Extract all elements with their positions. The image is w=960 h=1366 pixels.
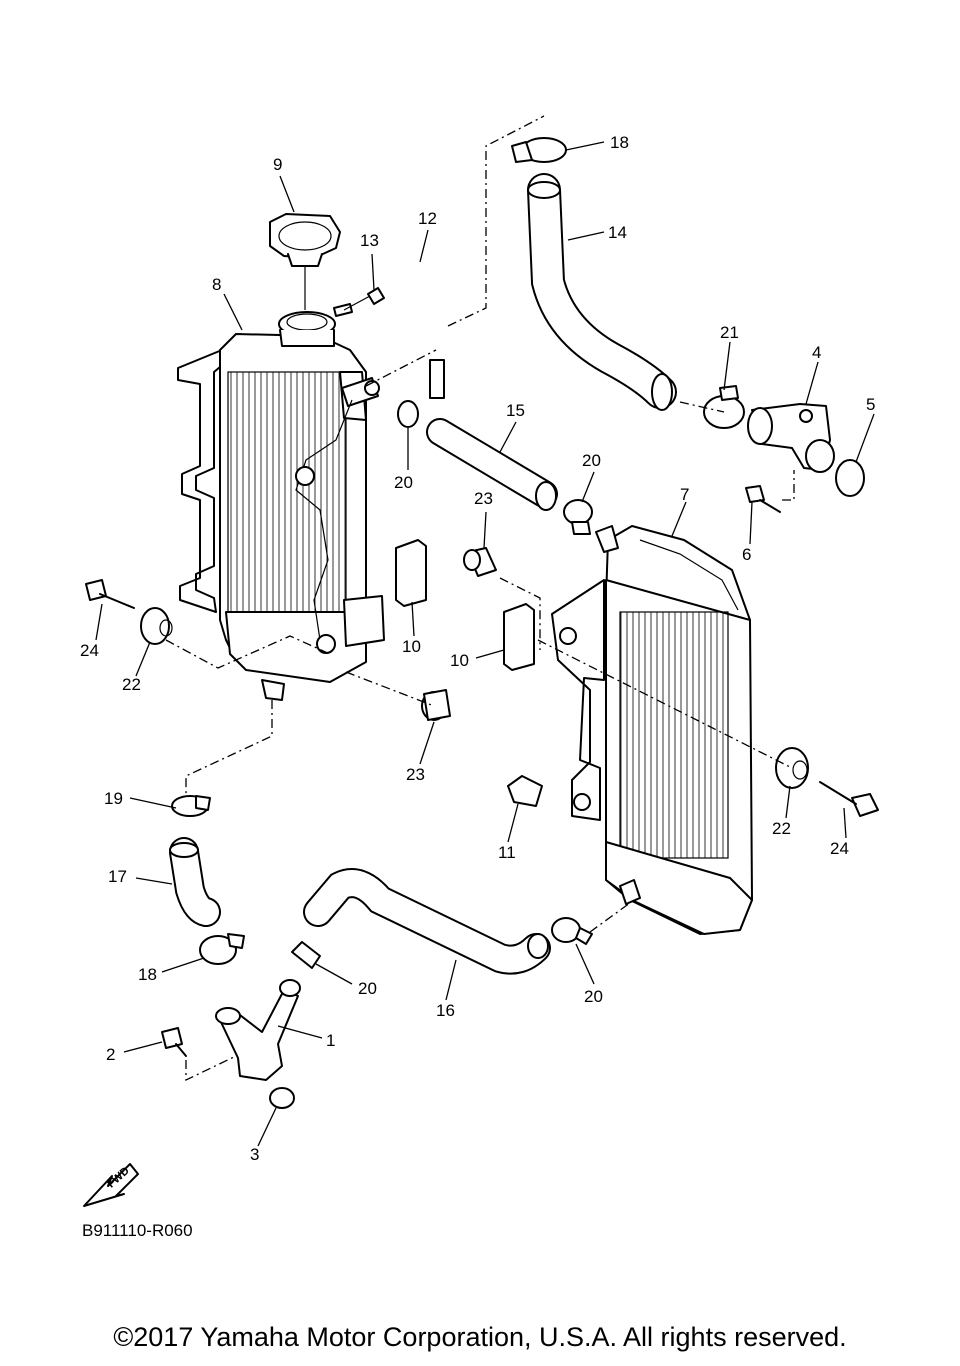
callout-18-b: 18 (138, 965, 157, 984)
callout-1: 1 (326, 1031, 335, 1050)
callout-10-b: 10 (450, 651, 469, 670)
callout-20-d: 20 (584, 987, 603, 1006)
callout-4: 4 (812, 343, 821, 362)
callout-23-a: 23 (474, 489, 493, 508)
callout-15: 15 (506, 401, 525, 420)
diagram-reference-code: B911110-R060 (82, 1221, 193, 1240)
callout-6: 6 (742, 545, 751, 564)
callout-13: 13 (360, 231, 379, 250)
callout-17: 17 (108, 867, 127, 886)
callout-22-a: 22 (122, 675, 141, 694)
callout-3: 3 (250, 1145, 259, 1164)
callout-23-b: 23 (406, 765, 425, 784)
callout-20-a: 20 (582, 451, 601, 470)
callout-18-top: 18 (610, 133, 629, 152)
leader-lines (95, 141, 875, 1147)
callout-8: 8 (212, 275, 221, 294)
callout-20-b: 20 (394, 473, 413, 492)
callout-21: 21 (720, 323, 739, 342)
callout-10-a: 10 (402, 637, 421, 656)
callout-22-b: 22 (772, 819, 791, 838)
fwd-arrow-icon: FWD (83, 1163, 139, 1207)
left-radiator (177, 303, 385, 701)
radiator-cap (269, 213, 341, 267)
callout-9: 9 (273, 155, 282, 174)
callout-16: 16 (436, 1001, 455, 1020)
callout-7: 7 (680, 485, 689, 504)
callout-24-a: 24 (80, 641, 99, 660)
copyright-notice: ©2017 Yamaha Motor Corporation, U.S.A. A… (113, 1322, 847, 1352)
callout-numbers: 9 8 12 13 18 14 21 4 5 15 20 20 7 23 6 1… (80, 133, 875, 1164)
callout-24-b: 24 (830, 839, 849, 858)
callout-5: 5 (866, 395, 875, 414)
callout-19: 19 (104, 789, 123, 808)
right-radiator (551, 525, 753, 935)
callout-12: 12 (418, 209, 437, 228)
callout-20-c: 20 (358, 979, 377, 998)
callout-2: 2 (106, 1045, 115, 1064)
callout-11: 11 (498, 843, 516, 862)
callout-14: 14 (608, 223, 627, 242)
